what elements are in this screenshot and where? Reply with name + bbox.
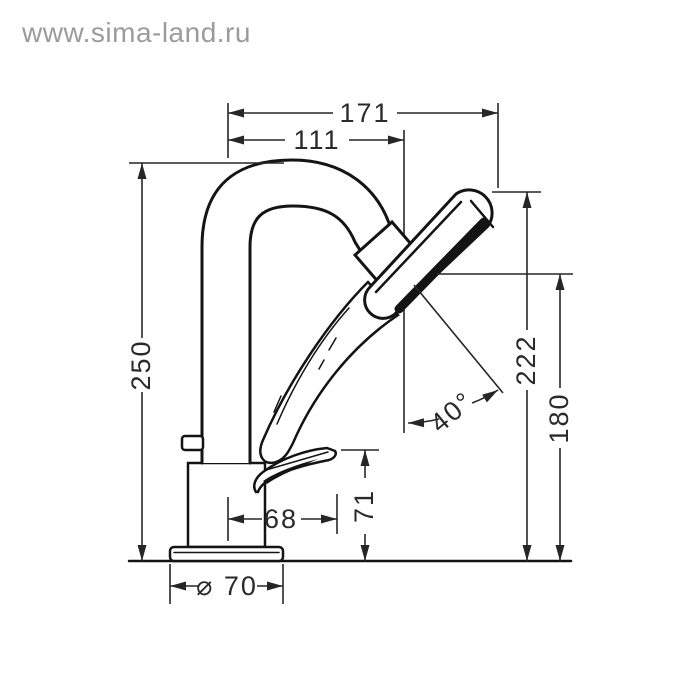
lever-underside-shadow [263, 459, 318, 484]
dimension-spout-reach: 111 [228, 125, 404, 155]
grip-highlight-line [276, 307, 350, 425]
dim-label-68: 68 [264, 504, 298, 534]
grip-dash [328, 337, 337, 351]
faucet-drawing [127, 158, 573, 563]
diverter-knob [180, 434, 205, 452]
dim-label-180: 180 [544, 392, 574, 443]
hand-shower-head [363, 188, 494, 320]
dimension-total-height: 250 [126, 162, 284, 561]
dim-label-111: 111 [293, 125, 340, 155]
dim-label-diameter-70: ⌀ 70 [196, 571, 258, 601]
dimension-handle-height: 71 [341, 449, 379, 561]
dimension-handle-reach: 68 [227, 494, 338, 541]
angle-arc [471, 389, 499, 404]
watermark-text: www.sima-land.ru [21, 17, 251, 48]
head-stripe-line [374, 200, 463, 294]
dimension-spray-face-height: 180 [437, 273, 574, 561]
spout-inner-edge [248, 204, 365, 465]
dimension-shower-tip-height: 222 [492, 191, 541, 561]
dimension-total-width: 171 [227, 98, 499, 188]
dimension-base-diameter: ⌀ 70 [169, 564, 284, 604]
spray-face-band [394, 217, 489, 314]
head-tip-chamfer [469, 199, 495, 229]
dimension-shower-angle: 40° [407, 284, 504, 439]
mixer-body [186, 461, 267, 549]
angle-reference-line [413, 284, 504, 394]
dim-label-250: 250 [126, 339, 156, 390]
dim-label-40deg: 40° [424, 385, 479, 438]
dim-label-222: 222 [511, 334, 541, 385]
lever-highlight [265, 451, 329, 471]
base-flange [168, 545, 285, 563]
grip-dash [318, 359, 325, 370]
shower-grip [259, 280, 400, 465]
dim-label-71: 71 [349, 489, 379, 523]
dim-label-171: 171 [339, 98, 390, 128]
angle-arc [407, 418, 440, 428]
grip-dash [273, 395, 282, 413]
spout-outer-edge [200, 158, 401, 465]
